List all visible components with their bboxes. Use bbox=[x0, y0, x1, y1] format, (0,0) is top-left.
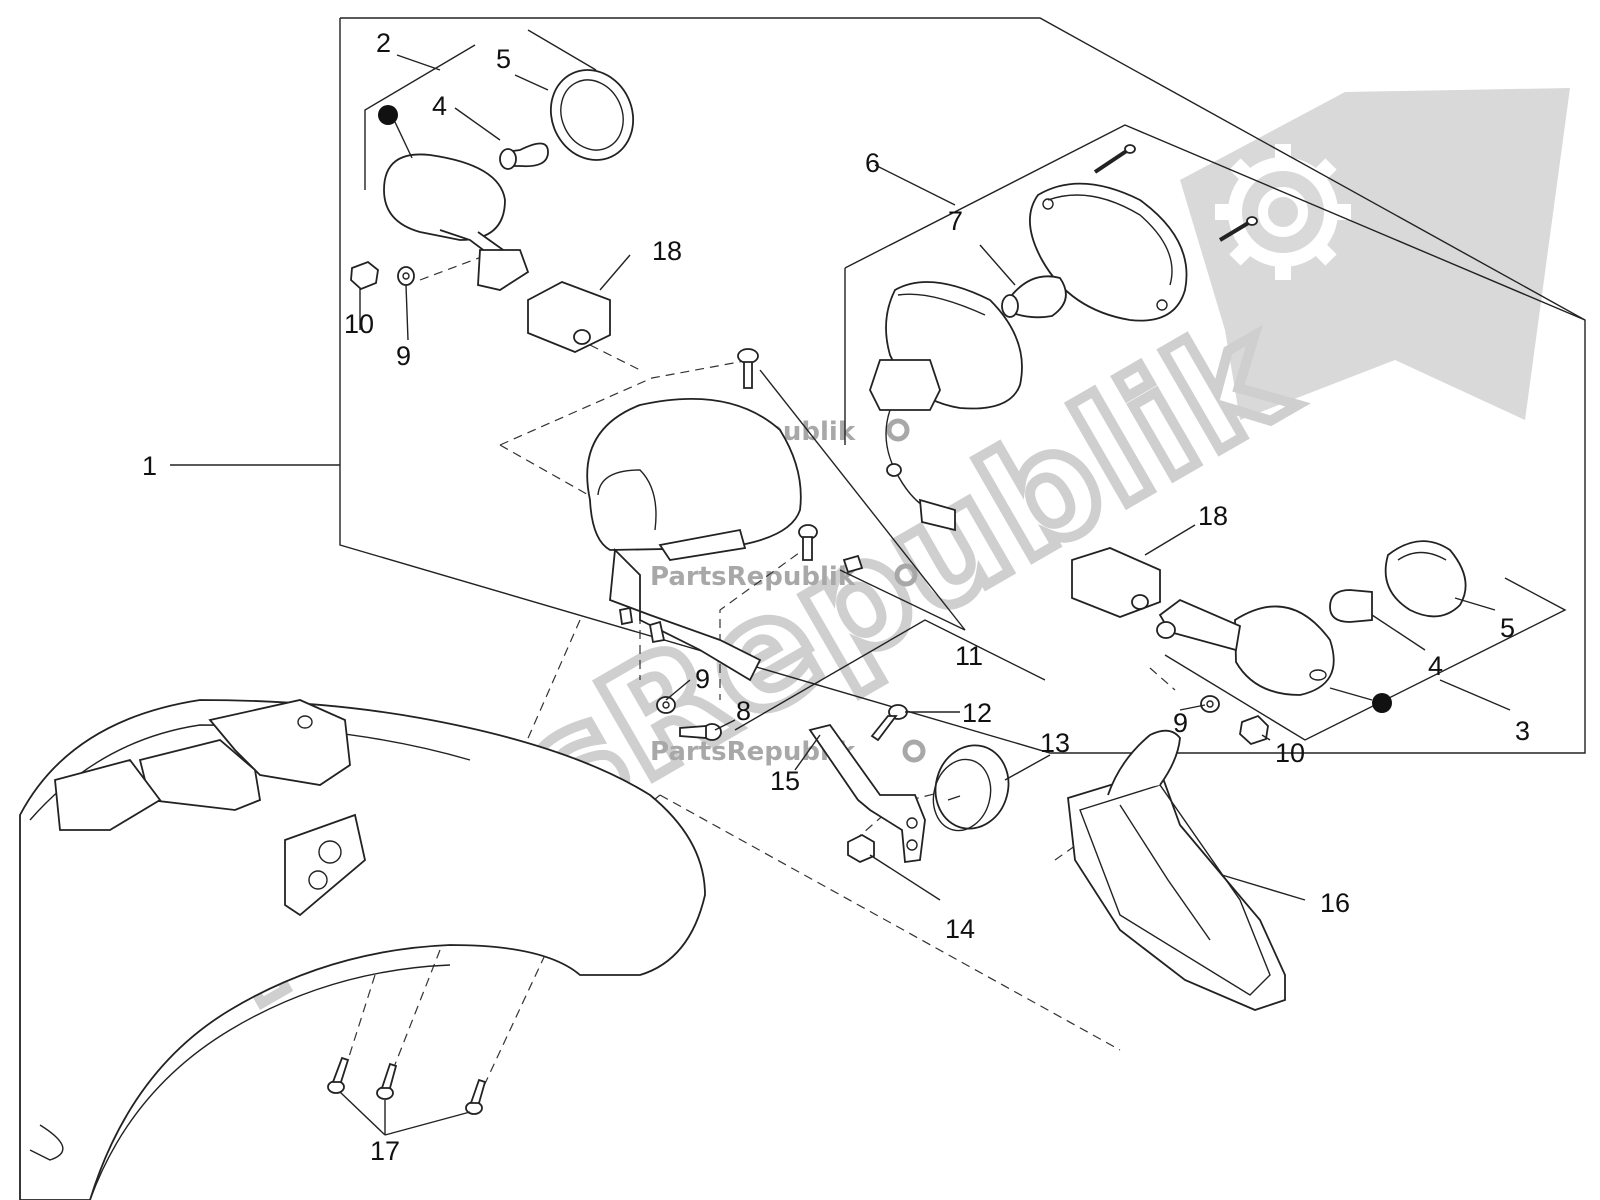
gear-icon bbox=[886, 418, 910, 442]
part-screw-top bbox=[737, 348, 759, 389]
callout-7: 7 bbox=[948, 206, 963, 236]
callout-10-left: 10 bbox=[344, 309, 374, 339]
callout-9-mid: 9 bbox=[695, 664, 710, 694]
callout-11: 11 bbox=[955, 641, 983, 671]
part-screw-side bbox=[798, 524, 818, 561]
leader-lines bbox=[170, 54, 1511, 1136]
callout-2: 2 bbox=[376, 28, 391, 58]
part-indicator-left bbox=[378, 105, 530, 291]
callout-1: 1 bbox=[142, 451, 157, 481]
part-plate-holder-16 bbox=[1067, 729, 1286, 1011]
callout-10-right: 10 bbox=[1275, 738, 1305, 768]
part-indicator-right bbox=[1156, 598, 1392, 713]
part-rubber-right bbox=[1071, 547, 1161, 618]
gear-icon bbox=[902, 739, 926, 763]
callout-8: 8 bbox=[736, 696, 751, 726]
part-bulb-7 bbox=[1001, 275, 1067, 319]
part-screw-6a bbox=[1093, 144, 1136, 174]
gear-icon bbox=[894, 563, 918, 587]
part-washer-left bbox=[397, 266, 415, 286]
part-fender bbox=[19, 699, 706, 1200]
svg-text:PartsRepublik: PartsRepublik bbox=[650, 562, 856, 592]
callout-6: 6 bbox=[865, 148, 880, 178]
part-rubber-left bbox=[527, 281, 611, 353]
watermark-small-3: PartsRepublik bbox=[650, 737, 926, 767]
part-screw-12 bbox=[870, 704, 908, 742]
part-wiring-connector bbox=[869, 359, 956, 532]
part-nut-left bbox=[350, 260, 379, 291]
part-lens-left bbox=[549, 69, 635, 161]
callout-5-left: 5 bbox=[496, 44, 511, 74]
callout-15: 15 bbox=[770, 766, 800, 796]
watermark-small-2: PartsRepublik bbox=[650, 562, 918, 592]
part-screw-17b bbox=[376, 1062, 398, 1100]
part-tail-light bbox=[586, 397, 802, 682]
part-screw-17c bbox=[465, 1078, 487, 1115]
callout-4-left: 4 bbox=[432, 91, 447, 121]
group-outlines bbox=[339, 17, 1586, 754]
part-screw-8 bbox=[679, 723, 722, 741]
part-plate-light-13 bbox=[932, 744, 1010, 832]
callout-3: 3 bbox=[1515, 716, 1530, 746]
part-bulb-right bbox=[1329, 589, 1373, 623]
part-bracket-15 bbox=[808, 723, 926, 864]
part-lens-right bbox=[1384, 540, 1467, 618]
callout-4-right: 4 bbox=[1428, 651, 1443, 681]
callout-13: 13 bbox=[1040, 728, 1070, 758]
callout-16: 16 bbox=[1320, 888, 1350, 918]
callout-9-left: 9 bbox=[396, 341, 411, 371]
part-screw-6b bbox=[1218, 216, 1258, 242]
callout-18-left: 18 bbox=[652, 236, 682, 266]
part-bulb-left bbox=[499, 142, 549, 170]
part-washer-right bbox=[1200, 695, 1220, 713]
part-nut-11 bbox=[842, 554, 864, 574]
callout-14: 14 bbox=[945, 914, 975, 944]
part-screw-17a bbox=[327, 1056, 350, 1094]
part-washer-9-mid bbox=[656, 696, 676, 714]
callout-18-right: 18 bbox=[1198, 501, 1228, 531]
part-nut-right bbox=[1239, 714, 1269, 746]
callout-5-right: 5 bbox=[1500, 613, 1515, 643]
callout-labels: 1 2 3 4 4 5 5 6 7 8 9 9 9 10 10 11 12 13… bbox=[142, 28, 1530, 1166]
callout-17: 17 bbox=[370, 1136, 400, 1166]
callout-12: 12 bbox=[962, 698, 992, 728]
callout-9-right: 9 bbox=[1173, 708, 1188, 738]
part-indicator-housing-right bbox=[1029, 182, 1188, 322]
part-nut-14 bbox=[847, 833, 875, 864]
